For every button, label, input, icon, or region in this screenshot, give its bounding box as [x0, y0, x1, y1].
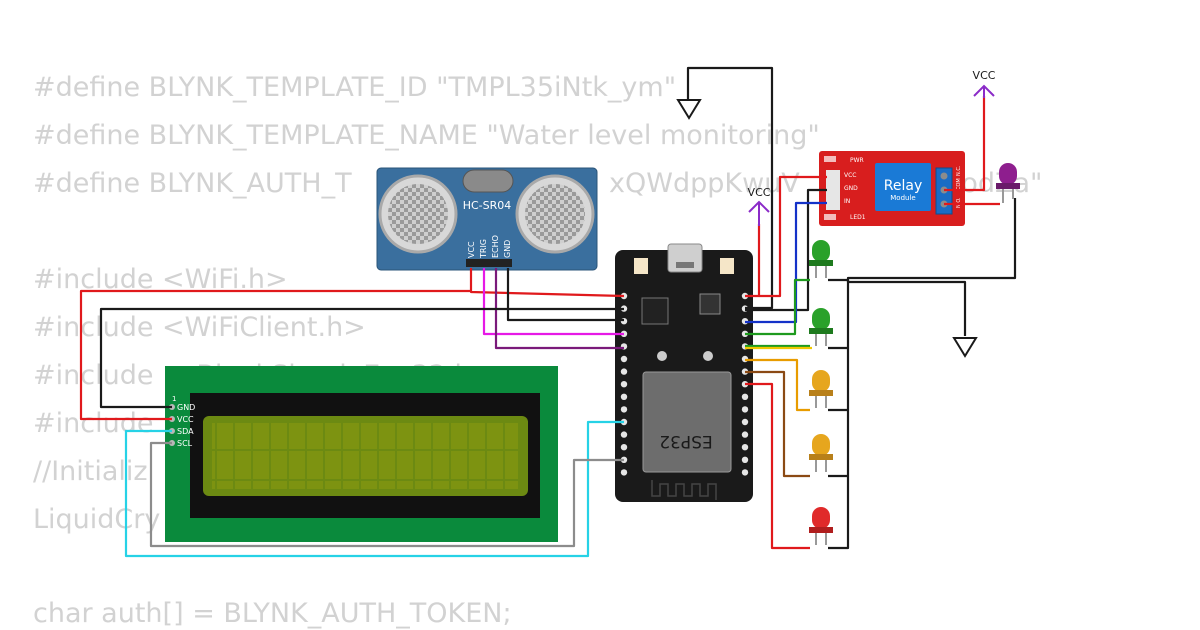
ground-symbol-right	[952, 337, 978, 358]
esp32-pin	[741, 406, 749, 413]
esp32-pin	[620, 469, 628, 476]
code-line-6: #include <WiFiClient.h>	[33, 312, 366, 343]
lcd-pin-header: 1	[172, 395, 176, 403]
relay-terminal-nc: N.C.	[956, 165, 962, 176]
code-line-8: #include	[33, 408, 154, 439]
esp32-pin	[620, 381, 628, 388]
led-green-1[interactable]	[809, 240, 833, 278]
sensor-pin-echo: ECHO	[491, 235, 500, 258]
sensor-pin-trig: TRIG	[479, 239, 488, 259]
wire-sensor-gnd	[506, 268, 624, 322]
wire-relay-vcc	[759, 175, 827, 298]
lcd-pin-scl: SCL	[177, 439, 193, 448]
code-line-5: #include <WiFi.h>	[33, 264, 288, 295]
esp32-pin	[620, 393, 628, 400]
code-line-12: char auth[] = BLYNK_AUTH_TOKEN;	[33, 598, 512, 629]
code-line-1: #define BLYNK_TEMPLATE_ID "TMPL35iNtk_ym…	[33, 72, 677, 103]
relay-terminal-com: COM	[956, 178, 962, 190]
esp32-pin	[620, 444, 628, 451]
sensor-pin-gnd: GND	[503, 240, 512, 258]
led-green-2[interactable]	[809, 308, 833, 346]
code-line-9: //Initializ	[33, 456, 148, 487]
relay-pin-gnd: GND	[844, 185, 858, 192]
relay-terminal-no: N.O.	[956, 197, 962, 208]
esp32-pin	[620, 431, 628, 438]
lcd-pin-gnd: GND	[177, 403, 195, 412]
wire-lcd-sda	[124, 420, 624, 558]
lcd-pin-sda: SDA	[177, 427, 194, 436]
esp32-pin	[741, 418, 749, 426]
vcc-symbol-esp: VCC	[748, 186, 771, 226]
led-red[interactable]	[809, 507, 833, 545]
esp32-pin	[741, 431, 749, 438]
esp32-pin	[741, 444, 749, 451]
wire-led5	[745, 382, 810, 550]
code-line-10: LiquidCry	[33, 504, 161, 535]
vcc-symbol-relay: VCC	[973, 69, 996, 98]
wire-led4	[745, 370, 810, 478]
wire-lcd-scl	[149, 441, 624, 548]
hc-sr04-sensor[interactable]: HC-SR04 VCC TRIG ECHO GND	[376, 167, 598, 271]
wire-relay-gnd	[745, 188, 827, 312]
esp32-pin	[741, 393, 749, 400]
lcd-pin-vcc: VCC	[177, 415, 194, 424]
wire-led1	[745, 278, 810, 336]
relay-module[interactable]: Relay Module PWR VCC GND IN LED1 N.O. CO…	[819, 151, 965, 226]
esp32-pin	[620, 355, 628, 363]
wire-relay-in	[745, 201, 827, 324]
wire-sensor-trig	[482, 268, 624, 336]
wire-esp-gnd-top	[686, 66, 774, 310]
wire-led-gnd-bus	[828, 278, 850, 550]
wire-lcd-vcc	[79, 289, 471, 421]
relay-subtitle: Module	[890, 194, 915, 202]
wire-sensor-vcc	[469, 268, 625, 298]
esp32-pin	[741, 469, 749, 476]
code-line-2: #define BLYNK_TEMPLATE_NAME "Water level…	[33, 120, 820, 151]
lcd-display[interactable]: 1 GND VCC SDA SCL	[165, 366, 558, 542]
esp32-pin	[620, 406, 628, 413]
wire-lcd-gnd	[99, 307, 624, 409]
esp32-pin	[620, 368, 628, 375]
esp32-pin	[741, 456, 749, 463]
led-purple[interactable]	[996, 163, 1020, 203]
sensor-pin-vcc: VCC	[467, 241, 476, 258]
ground-symbol-top	[676, 99, 702, 120]
led-yellow-1[interactable]	[809, 370, 833, 408]
wires	[79, 66, 1017, 558]
relay-pin-pwr: PWR	[850, 157, 864, 164]
relay-pin-vcc: VCC	[844, 172, 856, 179]
mcu-label: ESP32	[659, 431, 712, 451]
wire-sensor-echo	[494, 268, 624, 350]
relay-pin-in: IN	[844, 198, 850, 205]
led-yellow-2[interactable]	[809, 434, 833, 472]
wire-relay-com-vcc	[944, 96, 986, 192]
esp32-board[interactable]: ESP32	[615, 243, 753, 502]
vcc-label-relay: VCC	[973, 69, 996, 82]
sensor-label: HC-SR04	[463, 199, 512, 212]
wire-led3b	[745, 358, 810, 412]
relay-title: Relay	[884, 178, 922, 194]
relay-pin-led1: LED1	[850, 214, 866, 221]
vcc-label-esp: VCC	[748, 186, 771, 199]
